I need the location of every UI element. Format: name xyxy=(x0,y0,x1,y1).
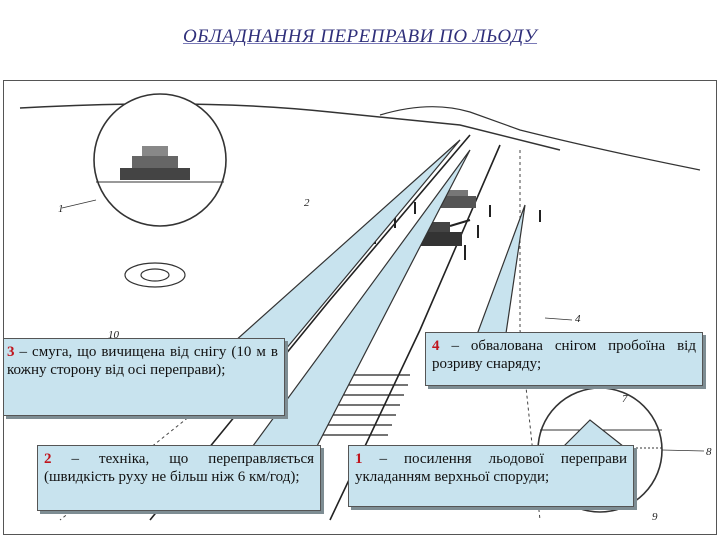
illustration-frame xyxy=(3,80,717,535)
label-10: 10 xyxy=(108,329,120,341)
label-7: 7 xyxy=(622,393,628,405)
page-title: ОБЛАДНАННЯ ПЕРЕПРАВИ ПО ЛЬОДУ xyxy=(182,26,538,47)
label-8: 8 xyxy=(706,446,712,458)
truck-vehicle xyxy=(440,190,476,208)
callout-number: 4 xyxy=(432,338,440,354)
callout-number: 1 xyxy=(355,451,363,467)
callout-text: – обвалована снігом пробоїна від розриву… xyxy=(432,338,696,372)
callout-crossing-vehicles: 2 – техніка, що переправляється (швидкіс… xyxy=(37,445,321,511)
callout-text: – техніка, що переправляється (швидкість… xyxy=(44,451,314,485)
callout-number: 2 xyxy=(44,451,52,467)
callout-ice-reinforcement: 1 – посилення льодової переправи укладан… xyxy=(348,445,634,507)
callout-text: – смуга, що вичищена від снігу (10 м в к… xyxy=(7,344,278,378)
callout-shell-hole: 4 – обвалована снігом пробоїна від розри… xyxy=(425,332,703,386)
horizon-line xyxy=(19,103,561,151)
shell-hole-left xyxy=(124,262,186,288)
label-9: 9 xyxy=(652,511,658,523)
label-4: 4 xyxy=(575,313,581,325)
callout-pointers xyxy=(223,139,630,451)
far-bank xyxy=(379,106,701,171)
detail-circle-left xyxy=(93,93,227,227)
label-2: 2 xyxy=(304,197,310,209)
callout-number: 3 xyxy=(7,344,15,360)
callout-cleared-strip: 3 – смуга, що вичищена від снігу (10 м в… xyxy=(3,338,285,416)
tank-vehicle xyxy=(420,219,471,246)
label-1: 1 xyxy=(58,203,64,215)
callout-text: – посилення льодової переправи укладання… xyxy=(355,451,627,485)
